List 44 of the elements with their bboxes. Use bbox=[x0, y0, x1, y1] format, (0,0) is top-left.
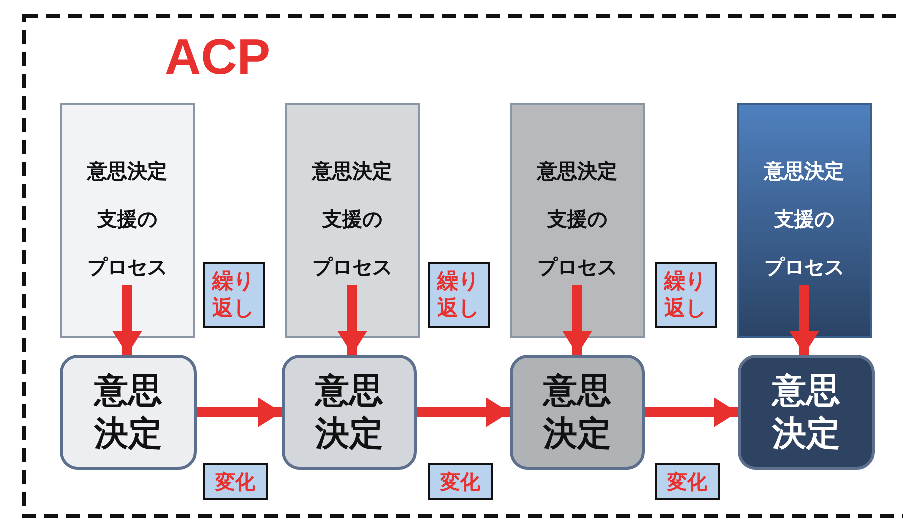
change-box bbox=[203, 463, 268, 500]
process-label: 支援の bbox=[98, 207, 158, 231]
decision-label: 意思決定 bbox=[92, 370, 164, 455]
arrow bbox=[197, 398, 282, 428]
arrow bbox=[562, 285, 592, 355]
process-box bbox=[737, 103, 872, 338]
arrow bbox=[645, 398, 738, 428]
arrow bbox=[338, 285, 368, 355]
decision-label: 意思決定 bbox=[314, 370, 384, 455]
arrow bbox=[417, 398, 510, 428]
repeat-box bbox=[428, 262, 490, 328]
process-box bbox=[510, 103, 645, 338]
change-label: 変化 bbox=[216, 470, 256, 494]
decision-label: 意思決定 bbox=[542, 370, 612, 455]
process-label: 意思決定 bbox=[764, 159, 844, 183]
process-box bbox=[285, 103, 420, 338]
decision-label: 意思決定 bbox=[770, 370, 842, 455]
process-label: 意思決定 bbox=[538, 159, 618, 183]
repeat-box bbox=[655, 262, 717, 328]
decision-box bbox=[60, 355, 197, 470]
process-label: プロセス bbox=[764, 255, 844, 279]
diagram-title: ACP bbox=[165, 32, 271, 82]
process-label: 意思決定 bbox=[88, 159, 168, 183]
change-label: 変化 bbox=[440, 470, 480, 494]
repeat-box bbox=[203, 262, 265, 328]
process-box bbox=[60, 103, 195, 338]
change-box bbox=[428, 463, 493, 500]
process-label: 支援の bbox=[322, 207, 382, 231]
process-label: 意思決定 bbox=[312, 159, 392, 183]
decision-box bbox=[510, 355, 645, 470]
process-label: 支援の bbox=[548, 207, 608, 231]
change-box bbox=[655, 463, 720, 500]
repeat-label: 繰り返し bbox=[212, 268, 256, 322]
change-label: 変化 bbox=[668, 470, 708, 494]
decision-box bbox=[738, 355, 875, 470]
arrow bbox=[790, 285, 820, 355]
process-label: 支援の bbox=[774, 207, 834, 231]
repeat-label: 繰り返し bbox=[664, 268, 708, 322]
decision-box bbox=[282, 355, 417, 470]
repeat-label: 繰り返し bbox=[436, 268, 482, 322]
process-label: プロセス bbox=[538, 255, 618, 279]
arrow bbox=[112, 285, 142, 355]
process-label: プロセス bbox=[312, 255, 392, 279]
process-label: プロセス bbox=[88, 255, 168, 279]
